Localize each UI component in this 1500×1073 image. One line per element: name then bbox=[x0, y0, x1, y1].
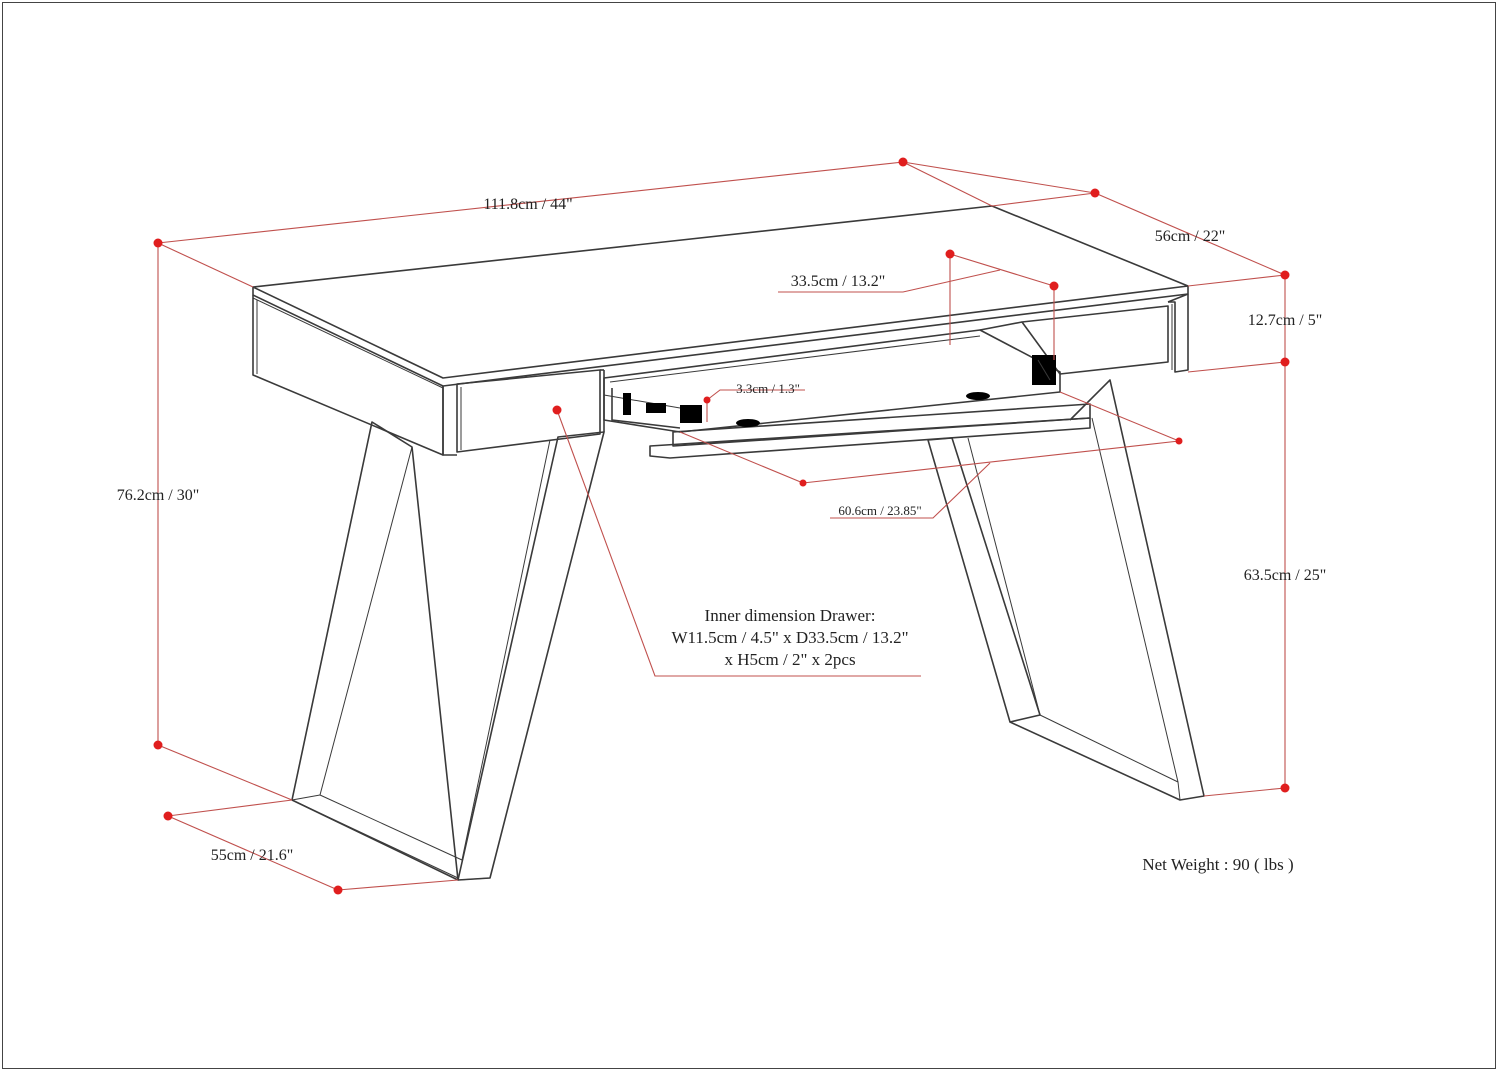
label-leg-depth: 55cm / 21.6" bbox=[211, 847, 294, 864]
left-leg-inner bbox=[457, 431, 605, 881]
dot-drawer-depth-right bbox=[1049, 281, 1059, 291]
dimension-dots bbox=[153, 157, 1290, 895]
dot-width-left bbox=[153, 238, 163, 248]
dimension-lines bbox=[157, 161, 1286, 891]
dot-apron-bottom bbox=[1280, 357, 1290, 367]
label-clearance-height: 63.5cm / 25" bbox=[1244, 567, 1327, 584]
dot-depth-mid bbox=[1090, 188, 1100, 198]
dimension-labels: 111.8cm / 44" 56cm / 22" 33.5cm / 13.2" … bbox=[117, 196, 1327, 874]
desk-drawing bbox=[252, 205, 1205, 881]
label-width: 111.8cm / 44" bbox=[483, 196, 572, 213]
label-depth: 56cm / 22" bbox=[1155, 228, 1226, 245]
left-drawer-front bbox=[456, 369, 601, 453]
right-leg-frame bbox=[1009, 379, 1205, 801]
front-apron-left bbox=[442, 386, 457, 456]
label-apron-height: 12.7cm / 5" bbox=[1248, 312, 1323, 329]
dot-inner-drawer bbox=[552, 405, 562, 415]
dot-clearance-bottom bbox=[1280, 783, 1290, 793]
keyboard-tray bbox=[603, 329, 1061, 433]
dot-depth-right bbox=[1280, 270, 1290, 280]
dot-width-right bbox=[898, 157, 908, 167]
dot-slide-thickness bbox=[703, 396, 711, 404]
right-leg-outer bbox=[927, 437, 1041, 723]
drawer-slide bbox=[611, 388, 681, 429]
dot-height-bottom bbox=[153, 740, 163, 750]
net-weight: Net Weight : 90 ( lbs ) bbox=[1142, 855, 1293, 874]
dot-leg-right bbox=[333, 885, 343, 895]
label-inner-drawer-line3: x H5cm / 2" x 2pcs bbox=[724, 650, 855, 669]
label-inner-drawer-line1: Inner dimension Drawer: bbox=[705, 606, 876, 625]
dot-leg-left bbox=[163, 811, 173, 821]
label-inner-drawer-line2: W11.5cm / 4.5" x D33.5cm / 13.2" bbox=[671, 628, 908, 647]
dot-tray-left bbox=[799, 479, 807, 487]
dot-drawer-depth-left bbox=[945, 249, 955, 259]
label-slide-thickness: 3.3cm / 1.3" bbox=[736, 381, 800, 396]
label-tray-width: 60.6cm / 23.85" bbox=[838, 503, 921, 518]
tray-bottom-board bbox=[649, 417, 1091, 459]
label-drawer-depth: 33.5cm / 13.2" bbox=[791, 273, 886, 290]
dot-tray-right bbox=[1175, 437, 1183, 445]
label-total-height: 76.2cm / 30" bbox=[117, 487, 200, 504]
